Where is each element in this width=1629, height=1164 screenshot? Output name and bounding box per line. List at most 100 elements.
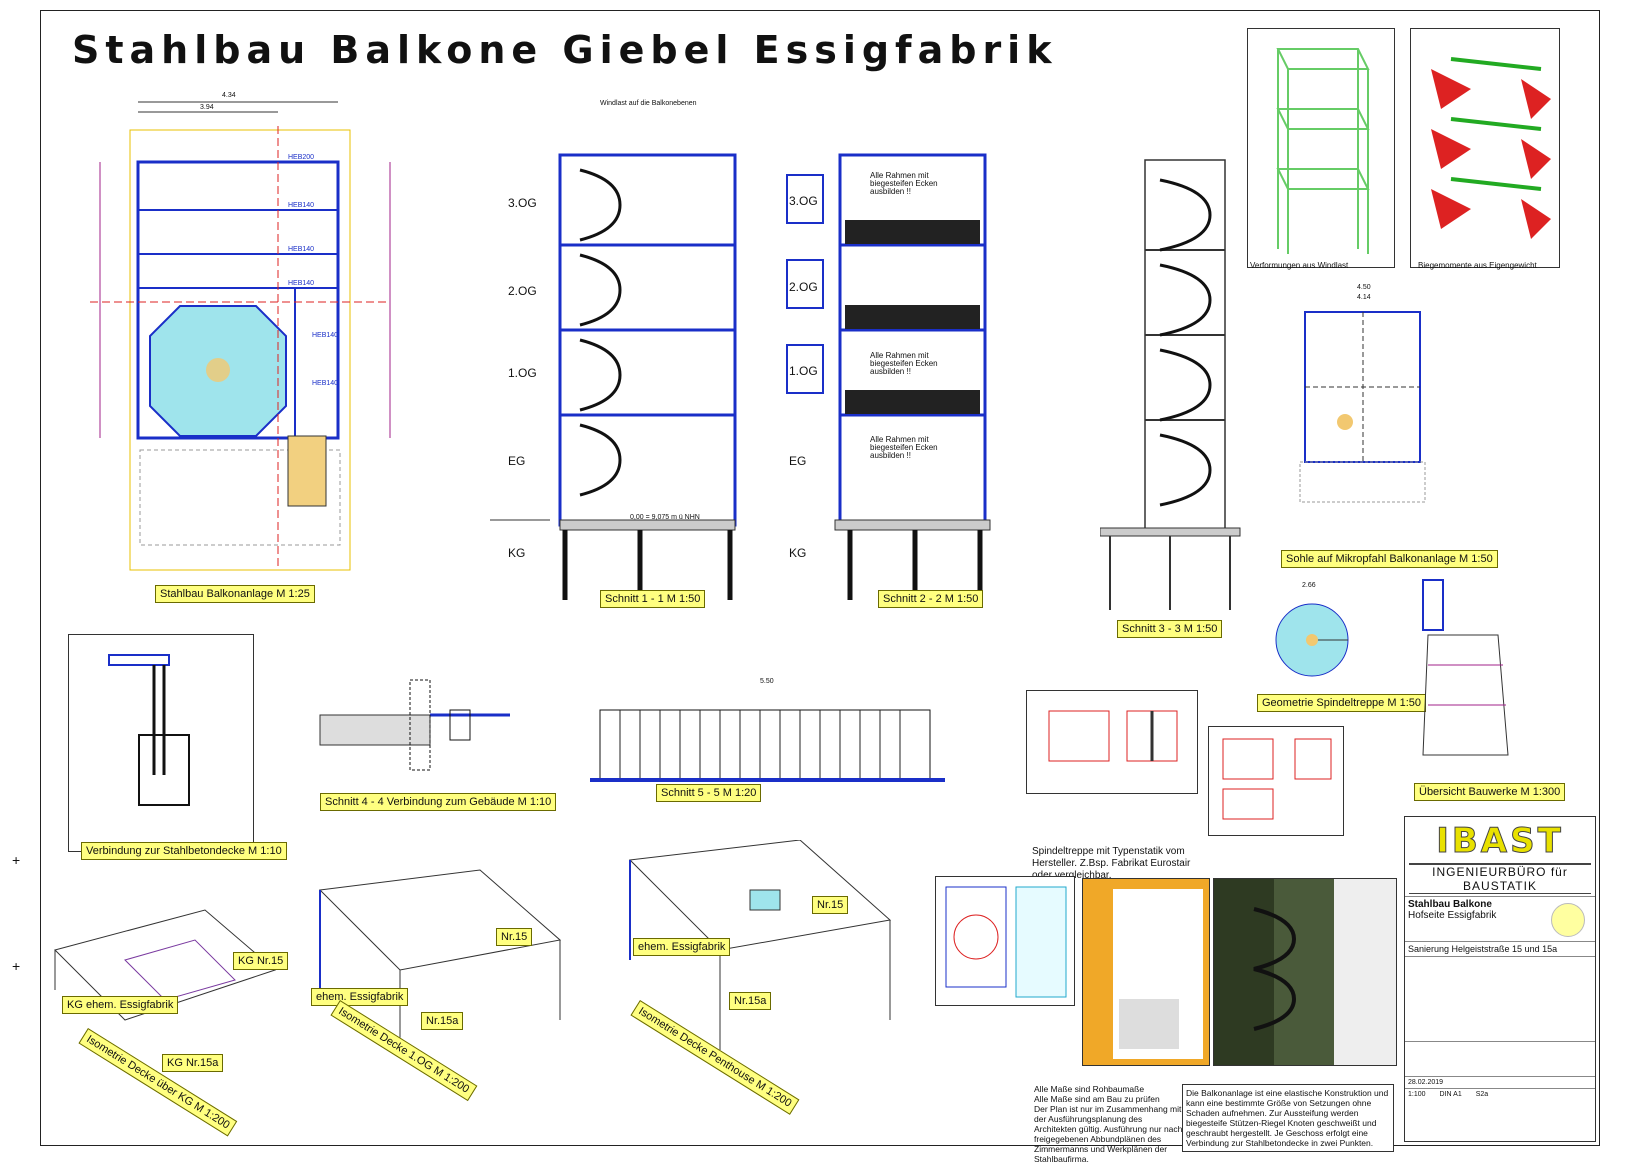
- title-block: IBAST INGENIEURBÜRO für BAUSTATIK Stahlb…: [1404, 816, 1596, 1142]
- company-subtitle: INGENIEURBÜRO für BAUSTATIK: [1409, 863, 1591, 894]
- section-drawing: [786, 153, 991, 600]
- floor-label: 1.OG: [789, 364, 818, 378]
- fem-caption: Biegemomente aus Eigengewicht: [1418, 261, 1537, 270]
- label-verbdecke: Verbindung zur Stahlbetondecke M 1:10: [81, 842, 287, 860]
- iso-drawing: [318, 869, 562, 1050]
- section-drawing: [490, 153, 737, 600]
- floor-label: KG: [789, 546, 807, 560]
- iso-tag: Nr.15a: [729, 992, 772, 1010]
- dim-width: 4.50: [1357, 284, 1371, 291]
- floor-label: 3.OG: [508, 196, 537, 210]
- dim-width: 2.66: [1302, 582, 1316, 589]
- floor-label: EG: [508, 454, 526, 468]
- uebersicht-drawing: [1422, 579, 1509, 756]
- wind-note: Windlast auf die Balkonebenen: [600, 100, 697, 107]
- masse-note: Alle Maße sind Rohbaumaße Alle Maße sind…: [1034, 1084, 1183, 1164]
- iso-drawing: [628, 839, 892, 1050]
- dim-width: 5.50: [760, 678, 774, 685]
- bauvorhaben: Sanierung Helgeiststraße 15 und 15a: [1405, 941, 1595, 956]
- spindel-photo: [1213, 878, 1397, 1066]
- floor-label: 2.OG: [789, 280, 818, 294]
- project-title: Stahlbau Balkone: [1408, 899, 1492, 910]
- rahmen-note: Alle Rahmen mit biegesteifen Ecken ausbi…: [870, 171, 938, 196]
- floor-label: KG: [508, 546, 526, 560]
- drawing-sheet: [40, 10, 1600, 1146]
- project-subtitle: Hofseite Essigfabrik: [1408, 910, 1497, 921]
- massstab: 1:100: [1408, 1091, 1426, 1098]
- margin-mark: +: [12, 852, 21, 868]
- iso-tag: ehem. Essigfabrik: [633, 938, 731, 956]
- label-uebersicht: Übersicht Bauwerke M 1:300: [1414, 783, 1566, 801]
- floor-label: 3.OG: [789, 194, 818, 208]
- spindel-drawing: [1275, 603, 1349, 677]
- margin-mark: +: [12, 958, 21, 974]
- iso-tag: Nr.15a: [421, 1012, 464, 1030]
- datum: 28.02.2019: [1405, 1076, 1595, 1088]
- balkon-note: Die Balkonanlage ist eine elastische Kon…: [1182, 1084, 1394, 1152]
- thumb-drawing: [945, 886, 1067, 998]
- sohle-mikropfahl: 4.50 4.14: [1285, 282, 1455, 522]
- label-s33: Schnitt 3 - 3 M 1:50: [1117, 620, 1223, 638]
- beam-label: HEB140: [288, 246, 315, 253]
- dim-width: 3.94: [200, 104, 214, 111]
- schnitt-1-1: 3.OG 2.OG 1.OG EG KG Windlast auf die Ba…: [490, 100, 755, 620]
- label-s55: Schnitt 5 - 5 M 1:20: [656, 784, 762, 802]
- section-drawing: [1099, 159, 1241, 610]
- plan-balkonanlage: 4.34 3.94 HEB200 HEB140 HEB140 HEB140 HE…: [60, 90, 420, 610]
- beam-label: HEB140: [312, 380, 339, 387]
- company-logo: IBAST: [1436, 821, 1564, 862]
- seal-circle: [1551, 903, 1585, 937]
- beam-label: HEB200: [288, 154, 315, 161]
- fem-biegemomente: [1410, 28, 1560, 268]
- label-plan: Stahlbau Balkonanlage M 1:25: [155, 585, 315, 603]
- beam-label: HEB140: [288, 202, 315, 209]
- verbindung-detail: [68, 634, 254, 852]
- rahmen-note: Alle Rahmen mit biegesteifen Ecken ausbi…: [870, 435, 938, 460]
- schnitt-5-5: 5.50: [560, 672, 980, 812]
- schnitt-2-2: 3.OG 2.OG 1.OG EG KG Alle Rahmen mit bie…: [775, 130, 1025, 620]
- schnitt-4-4: [300, 660, 520, 790]
- fem-drawing: [1431, 57, 1551, 239]
- label-s22: Schnitt 2 - 2 M 1:50: [878, 590, 984, 608]
- level-note: 0,00 = 9,075 m ü NHN: [630, 514, 700, 521]
- iso-tag: KG ehem. Essigfabrik: [62, 996, 179, 1014]
- iso-tag: KG Nr.15a: [162, 1054, 224, 1072]
- spindel-plan-thumb: [935, 876, 1075, 1006]
- dim-width: 4.14: [1357, 294, 1371, 301]
- iso-penthouse: [600, 839, 910, 1060]
- brochure-drawing: [1113, 889, 1203, 1059]
- fem-verformung: [1247, 28, 1395, 268]
- iso-tag: Nr.15: [812, 896, 849, 914]
- floor-label: EG: [789, 454, 807, 468]
- geometrie-spindeltreppe: 2.66: [1262, 580, 1372, 690]
- iso-tag: Nr.15: [496, 928, 533, 946]
- dim-width: 4.34: [222, 92, 236, 99]
- label-geom: Geometrie Spindeltreppe M 1:50: [1257, 694, 1426, 712]
- schnitt-3-3: [1099, 110, 1250, 620]
- detail-drawing: [319, 679, 510, 771]
- iso-1og: [290, 860, 580, 1060]
- iso-tag: ehem. Essigfabrik: [311, 988, 409, 1006]
- detail-drawing: [590, 709, 945, 782]
- anschluss-detail-2: [1208, 726, 1344, 836]
- label-s11: Schnitt 1 - 1 M 1:50: [600, 590, 706, 608]
- iso-tag: KG Nr.15: [233, 952, 289, 970]
- beam-label: HEB140: [288, 280, 315, 287]
- sohle-drawing: [1299, 311, 1426, 503]
- detail-drawing: [108, 654, 190, 806]
- label-s44: Schnitt 4 - 4 Verbindung zum Gebäude M 1…: [320, 793, 557, 811]
- beam-label: HEB140: [312, 332, 339, 339]
- spindel-note: Spindeltreppe mit Typenstatik vom Herste…: [1032, 846, 1191, 881]
- label-sohle: Sohle auf Mikropfahl Balkonanlage M 1:50: [1281, 550, 1498, 568]
- rahmen-note: Alle Rahmen mit biegesteifen Ecken ausbi…: [870, 351, 938, 376]
- detail-drawing: [1222, 738, 1332, 820]
- blatt-nr: S2a: [1475, 1091, 1489, 1098]
- photo-drawing: [1214, 879, 1396, 1065]
- uebersicht-bauwerke: [1418, 575, 1518, 765]
- anschluss-detail-1: [1026, 690, 1198, 794]
- eurostair-brochure: [1082, 878, 1210, 1066]
- fem-drawing: [1276, 48, 1370, 254]
- fem-caption: Verformungen aus Windlast: [1250, 261, 1349, 270]
- detail-drawing: [1048, 710, 1178, 762]
- plan-drawing: [90, 101, 391, 571]
